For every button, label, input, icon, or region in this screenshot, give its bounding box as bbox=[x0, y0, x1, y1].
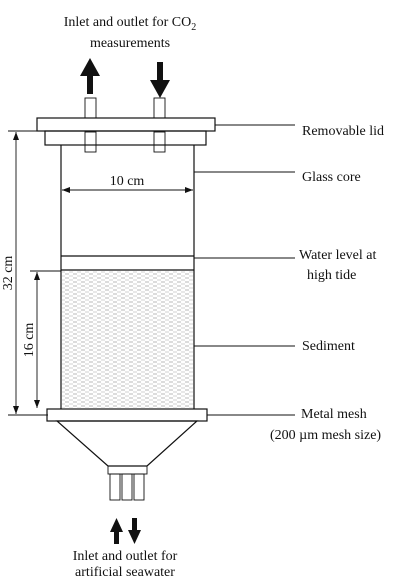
seawater-outlet-down-arrow-icon bbox=[128, 518, 141, 544]
mesh-label-line1: Metal mesh bbox=[301, 407, 367, 422]
top-caption-line1: Inlet and outlet for CO2 bbox=[64, 15, 197, 33]
water-level-label-line1: Water level at bbox=[299, 248, 376, 263]
water-level bbox=[61, 255, 295, 271]
total-height-dimension: 32 cm bbox=[1, 130, 48, 416]
inlet-down-arrow-icon bbox=[150, 62, 170, 98]
width-dimension: 10 cm bbox=[62, 174, 193, 193]
bottom-caption-line1: Inlet and outlet for bbox=[73, 549, 178, 564]
glass-core bbox=[60, 145, 295, 409]
lid-label: Removable lid bbox=[302, 124, 384, 139]
glass-core-label: Glass core bbox=[302, 170, 361, 185]
mesh-label-line2: (200 µm mesh size) bbox=[270, 428, 381, 443]
sediment-height-dimension: 16 cm bbox=[22, 270, 61, 408]
funnel bbox=[55, 420, 199, 467]
co2-tubes bbox=[84, 97, 166, 153]
sediment bbox=[62, 271, 295, 408]
seawater-tubes bbox=[107, 465, 148, 501]
sediment-height-label: 16 cm bbox=[22, 323, 37, 358]
bottom-caption-line2: artificial seawater bbox=[75, 565, 175, 580]
top-caption-line2: measurements bbox=[90, 36, 170, 51]
removable-lid bbox=[36, 117, 295, 146]
metal-mesh bbox=[46, 408, 295, 422]
seawater-inlet-up-arrow-icon bbox=[110, 518, 123, 544]
outlet-up-arrow-icon bbox=[80, 58, 100, 94]
total-height-label: 32 cm bbox=[1, 256, 16, 291]
sediment-label: Sediment bbox=[302, 339, 355, 354]
water-level-label-line2: high tide bbox=[307, 268, 356, 283]
width-label: 10 cm bbox=[110, 174, 145, 189]
